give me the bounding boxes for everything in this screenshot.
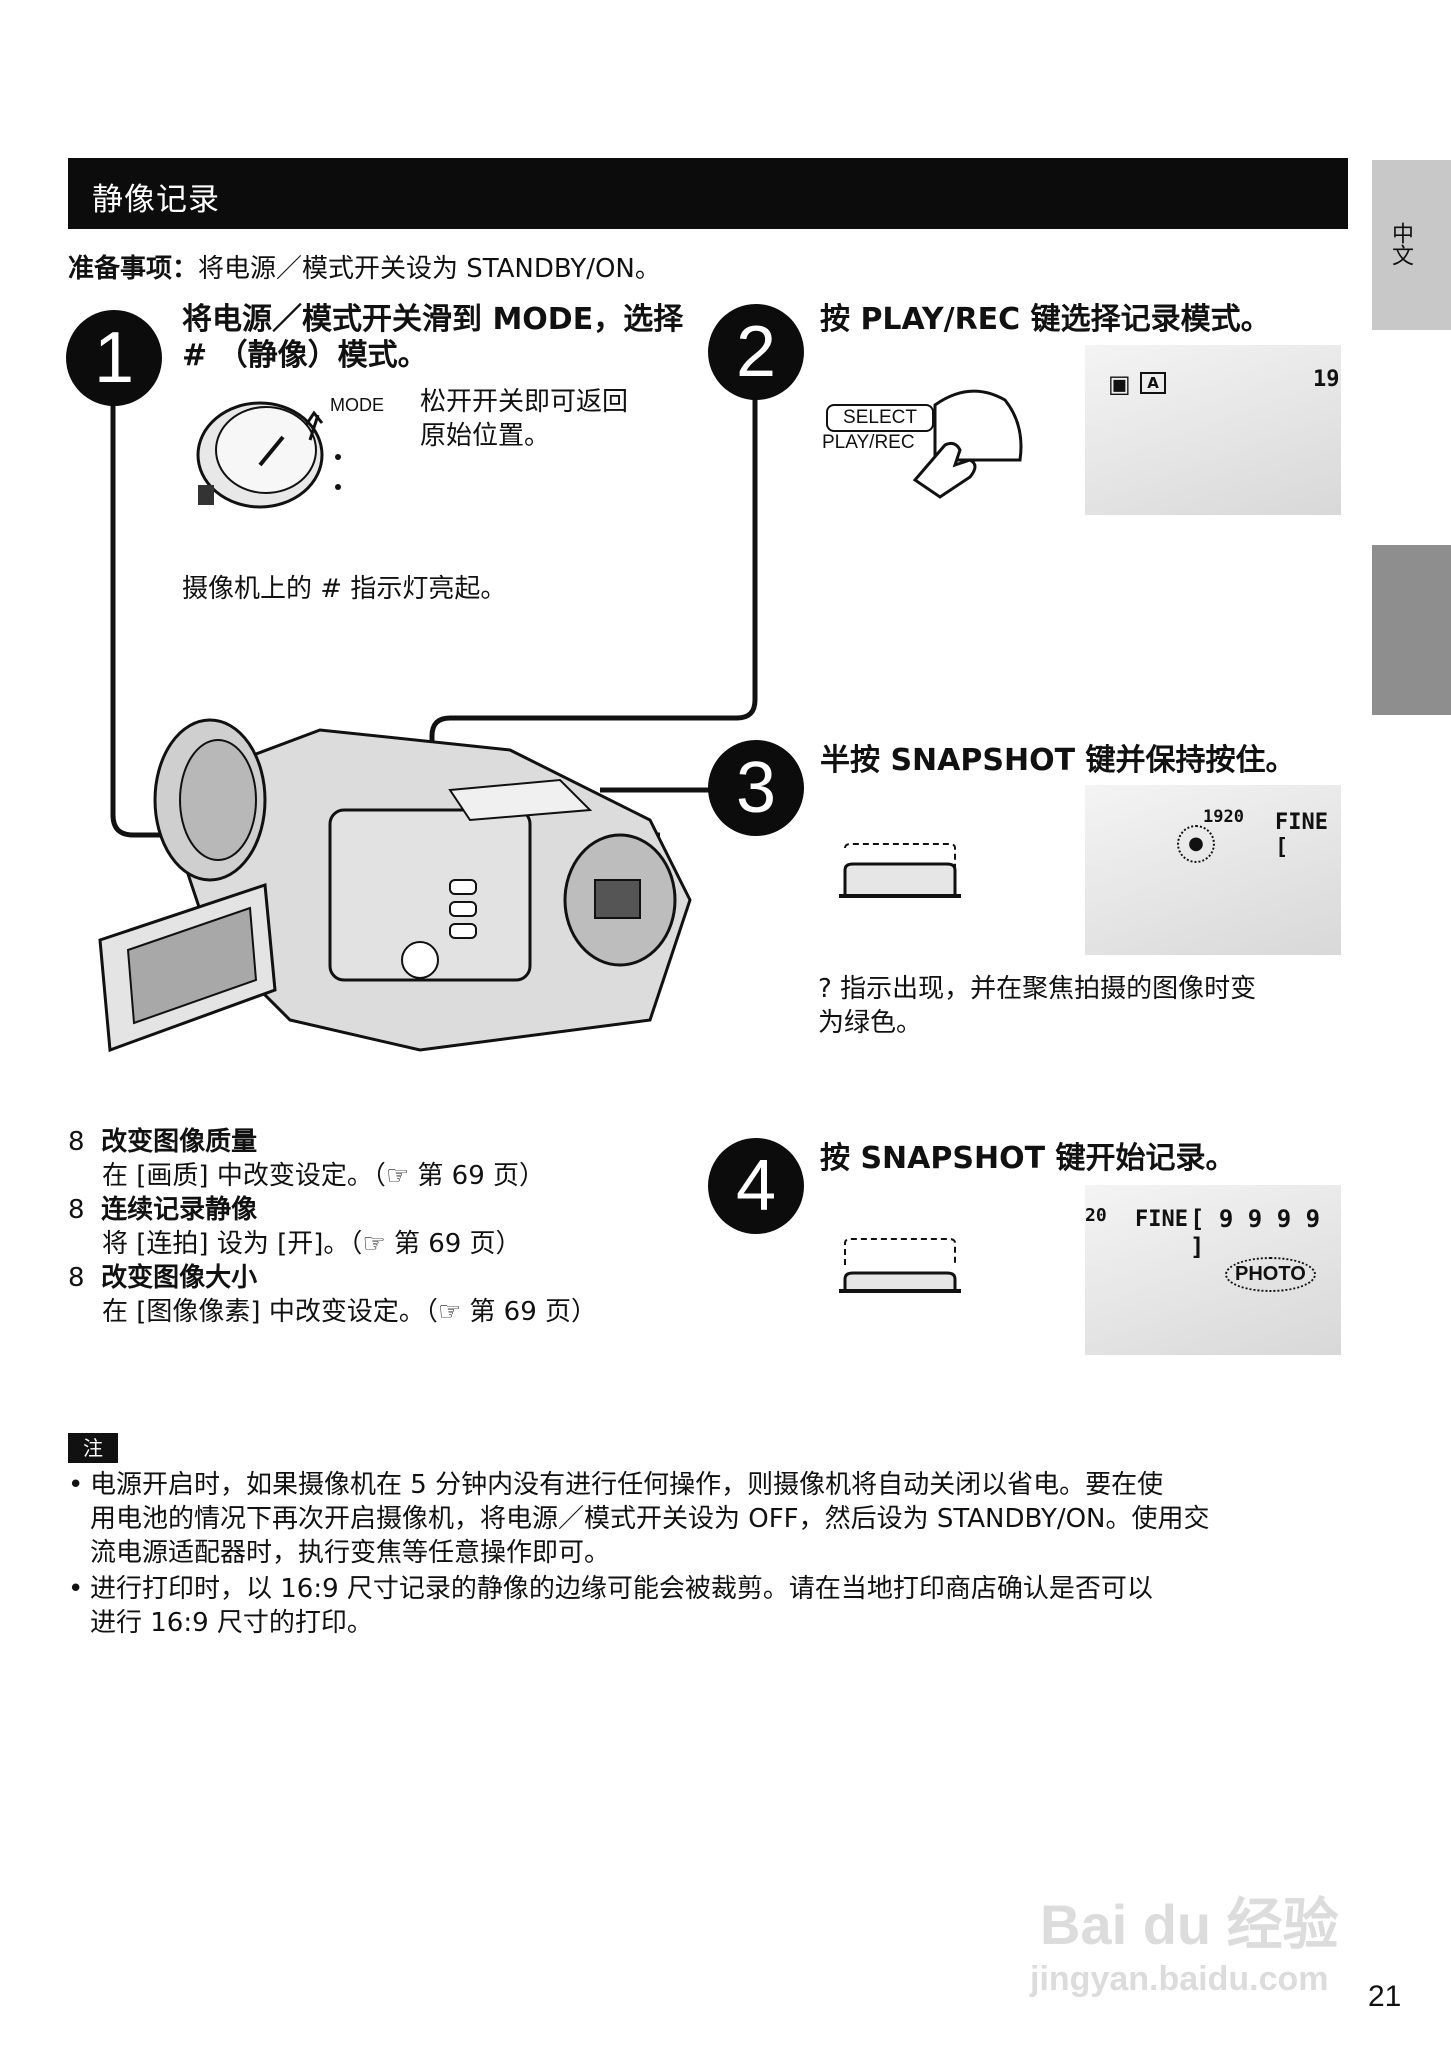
note-1-line3: 流电源适配器时，执行变焦等任意操作即可。 — [90, 1538, 611, 1568]
step-3-description: ? 指示出现，并在聚焦拍摄的图像时变 为绿色。 — [818, 972, 1256, 1040]
step-3-lcd-preview: ● 1920 FINE [ — [1085, 785, 1341, 955]
focus-indicator-icon: ● — [1177, 825, 1215, 863]
step-4-title: 按 SNAPSHOT 键开始记录。 — [820, 1141, 1236, 1176]
step-4-lcd-quality: FINE — [1135, 1207, 1188, 1232]
section-title: 静像记录 — [92, 182, 220, 218]
preparation-label: 准备事项： — [68, 254, 199, 284]
note-2-line1: 进行打印时，以 16:9 尺寸记录的静像的边缘可能会被裁剪。请在当地打印商店确认… — [90, 1574, 1153, 1604]
select-button-label: SELECT — [826, 404, 934, 432]
step-4-lcd-preview: 20 FINE [ 9 9 9 9 ] PHOTO — [1085, 1185, 1341, 1355]
step-2-lcd-preview: ▣ A 19 — [1085, 345, 1341, 515]
step-1-title: 将电源／模式开关滑到 MODE，选择 # （静像）模式。 — [182, 302, 683, 374]
step-2-lcd-resolution: 19 — [1313, 367, 1340, 392]
section-tab-marker — [1372, 545, 1451, 715]
list-item: 8 改变图像质量 — [68, 1125, 597, 1159]
snapshot-half-press-illustration — [839, 843, 961, 898]
language-tab-label: 中文 — [1388, 222, 1413, 266]
notes-badge: 注 — [68, 1433, 118, 1463]
related-settings-list: 8 改变图像质量 在 [画质] 中改变设定。（☞ 第 69 页） 8 连续记录静… — [68, 1125, 597, 1329]
camcorder-illustration — [98, 718, 692, 1053]
section-header-bar — [68, 158, 1348, 229]
note-2-line2: 进行 16:9 尺寸的打印。 — [90, 1608, 373, 1638]
play-rec-button-hand — [912, 389, 1023, 499]
note-item: •进行打印时，以 16:9 尺寸记录的静像的边缘可能会被裁剪。请在当地打印商店确… — [68, 1574, 1153, 1638]
connector-lines — [110, 350, 758, 870]
camera-icon: ▣ — [1108, 370, 1131, 398]
note-item: •电源开启时，如果摄像机在 5 分钟内没有进行任何操作，则摄像机将自动关闭以省电… — [68, 1470, 1210, 1568]
step-3-lcd-resolution: 1920 — [1203, 807, 1244, 827]
list-item-title: 改变图像大小 — [101, 1263, 258, 1293]
language-tab — [1372, 160, 1451, 330]
step-4-lcd-resolution: 20 — [1085, 1205, 1107, 1226]
step-3-description-line2: 为绿色。 — [818, 1008, 923, 1038]
snapshot-full-press-illustration — [839, 1238, 961, 1293]
list-marker: 8 — [68, 1263, 85, 1293]
auto-mode-icon: A — [1140, 372, 1166, 394]
note-1-line1: 电源开启时，如果摄像机在 5 分钟内没有进行任何操作，则摄像机将自动关闭以省电。… — [90, 1470, 1164, 1500]
list-item-detail: 在 [图像像素] 中改变设定。（☞ 第 69 页） — [102, 1297, 598, 1327]
step-1-title-line1: 将电源／模式开关滑到 MODE，选择 — [182, 302, 684, 337]
list-marker: 8 — [68, 1195, 85, 1225]
step-3-title: 半按 SNAPSHOT 键并保持按住。 — [820, 743, 1296, 778]
step-1-number: 1 — [66, 310, 162, 406]
list-item: 8 改变图像大小 — [68, 1261, 597, 1295]
list-item-detail: 在 [画质] 中改变设定。（☞ 第 69 页） — [102, 1161, 546, 1191]
step-4-lcd-shot-count: [ 9 9 9 9 ] — [1190, 1205, 1321, 1261]
list-item-detail: 将 [连拍] 设为 [开]。（☞ 第 69 页） — [102, 1229, 522, 1259]
step-1-title-line2: # （静像）模式。 — [182, 338, 428, 373]
list-item: 8 连续记录静像 — [68, 1193, 597, 1227]
photo-indicator: PHOTO — [1225, 1257, 1316, 1292]
step-3-lcd-quality: FINE [ — [1275, 810, 1328, 860]
release-note-line2: 原始位置。 — [420, 421, 551, 451]
list-item-title: 连续记录静像 — [101, 1195, 258, 1225]
list-item-title: 改变图像质量 — [101, 1127, 258, 1157]
preparation-text: 将电源／模式开关设为 STANDBY/ON。 — [198, 254, 661, 284]
release-note: 松开开关即可返回 原始位置。 — [420, 385, 628, 453]
lamp-note: 摄像机上的 # 指示灯亮起。 — [182, 574, 507, 604]
baidu-watermark-logo: Bai du 经验 — [1040, 1893, 1339, 1956]
release-note-line1: 松开开关即可返回 — [420, 387, 629, 417]
preparation-line: 准备事项：将电源／模式开关设为 STANDBY/ON。 — [68, 248, 661, 285]
step-2-number: 2 — [708, 304, 804, 400]
play-rec-label: PLAY/REC — [822, 432, 915, 453]
mode-dial-illustration — [196, 401, 341, 509]
baidu-watermark-url: jingyan.baidu.com — [1030, 1960, 1329, 1998]
mode-label: MODE — [330, 395, 384, 415]
page-number: 21 — [1368, 1980, 1402, 2013]
list-marker: 8 — [68, 1127, 85, 1157]
step-2-title: 按 PLAY/REC 键选择记录模式。 — [820, 302, 1271, 337]
step-4-number: 4 — [708, 1138, 804, 1234]
step-3-number: 3 — [708, 740, 804, 836]
note-1-line2: 用电池的情况下再次开启摄像机，将电源／模式开关设为 OFF，然后设为 STAND… — [90, 1504, 1210, 1534]
step-3-description-line1: ? 指示出现，并在聚焦拍摄的图像时变 — [818, 974, 1257, 1004]
